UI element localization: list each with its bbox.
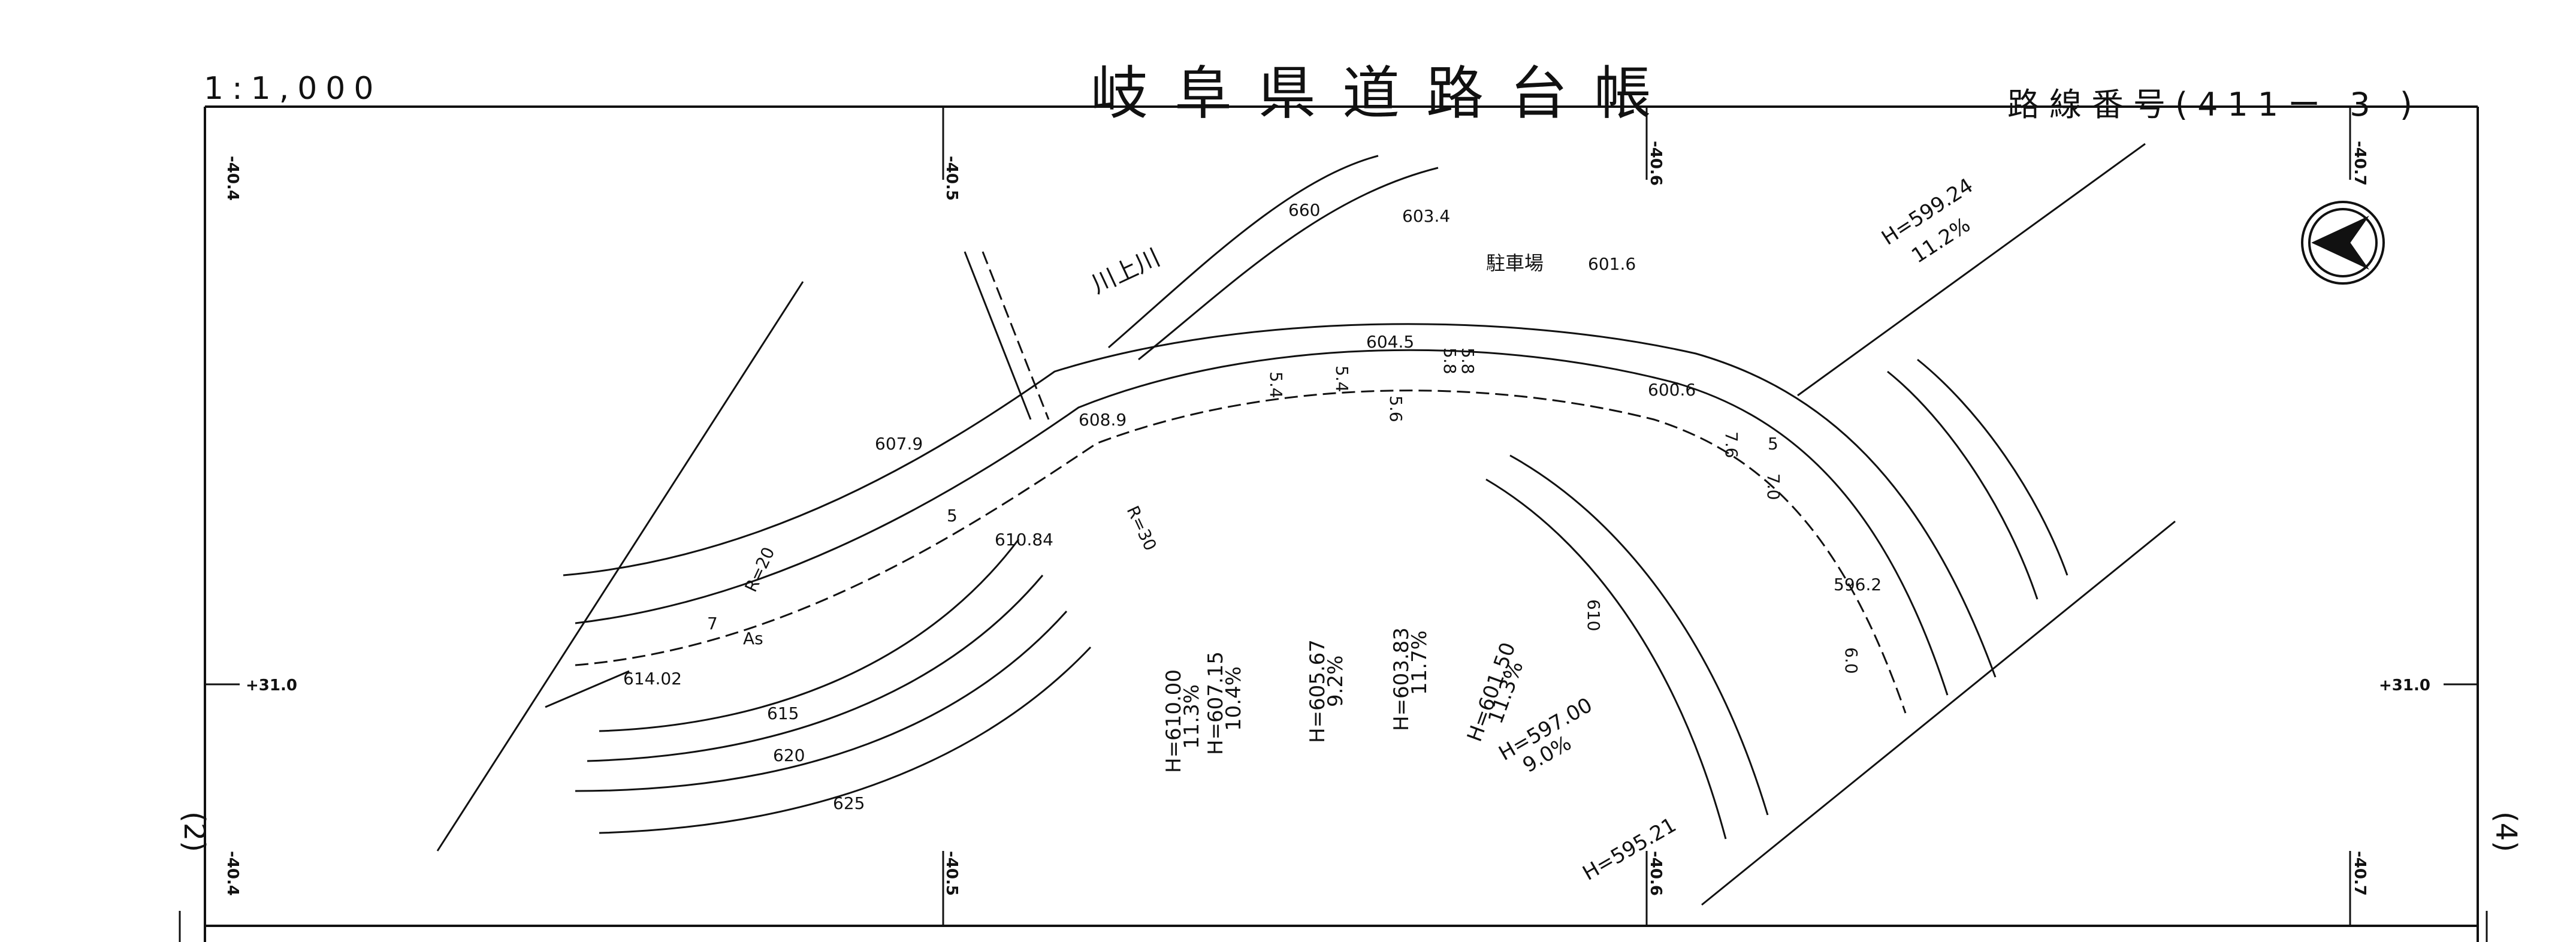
dimension-4: 5.8 <box>1458 348 1478 375</box>
dimension-3: 5.8 <box>1440 348 1460 375</box>
spot-height-9: 614.02 <box>623 669 682 689</box>
dimension-9: 6.0 <box>1841 647 1861 674</box>
pavement-label: As <box>743 629 763 648</box>
grid-label-left-mid: +31.0 <box>246 677 297 695</box>
spot-height-4: 608.9 <box>1079 410 1127 430</box>
contour-label-625: 625 <box>833 793 865 813</box>
elevation-3: H=607.15 <box>1204 651 1228 755</box>
dimension-8: 7.0 <box>1763 473 1783 500</box>
spot-height-5: 610.84 <box>995 530 1053 550</box>
contour-label-610: 610 <box>1584 599 1603 631</box>
grid-label-top-2: -40.5 <box>943 156 961 201</box>
dimension-10: 7 <box>707 614 718 633</box>
gradient-4: 9.2% <box>1324 656 1348 707</box>
map-title: 岐阜県道路台帳 <box>1091 60 1678 127</box>
grid-label-bottom-3: -40.6 <box>1647 851 1665 896</box>
gradient-5: 11.7% <box>1408 630 1432 695</box>
grid-label-top-3: -40.6 <box>1647 141 1665 186</box>
spot-height-8: 596.2 <box>1834 575 1882 594</box>
elevation-4: H=605.67 <box>1306 639 1330 743</box>
river-name: 川上川 <box>1088 244 1164 299</box>
contour-label-615: 615 <box>767 704 799 723</box>
map-scale: 1:1,000 <box>204 71 382 107</box>
grid-label-top-1: -40.4 <box>224 156 241 201</box>
parking-label: 駐車場 <box>1486 252 1544 274</box>
grid-label-bottom-4: -40.7 <box>2351 851 2369 896</box>
spot-height-3: 607.9 <box>875 434 923 454</box>
dimension-6: 7.6 <box>1722 431 1741 458</box>
radius-label-1: R=20 <box>741 544 778 595</box>
spot-height-1: 603.4 <box>1402 206 1450 226</box>
gradient-3: 10.4% <box>1222 666 1246 731</box>
spot-height-2: 601.6 <box>1588 254 1636 274</box>
dimension-2: 5.4 <box>1266 372 1286 398</box>
grid-label-right-mid: +31.0 <box>2379 677 2430 695</box>
contour-label-620: 620 <box>773 745 805 765</box>
contour-label-660: 660 <box>1288 200 1320 220</box>
north-arrow-icon <box>2301 201 2385 285</box>
dimension-11: 5 <box>947 506 958 526</box>
grid-label-top-4: -40.7 <box>2351 141 2369 186</box>
elevation-2: H=610.00 <box>1162 669 1186 773</box>
elevation-5: H=603.83 <box>1390 627 1414 731</box>
grid-label-bottom-1: -40.4 <box>224 851 241 896</box>
route-number: 路線番号(411ー 3 ) <box>2007 86 2422 123</box>
spot-height-6: 604.5 <box>1366 332 1414 352</box>
gradient-2: 11.3% <box>1180 684 1204 749</box>
dimension-5: 5.6 <box>1386 395 1406 422</box>
dimension-7: 5 <box>1768 434 1778 454</box>
spot-height-7: 600.6 <box>1648 380 1696 400</box>
grid-label-bottom-2: -40.5 <box>943 851 961 896</box>
dimension-1: 5.4 <box>1332 366 1352 393</box>
radius-label-2: R=30 <box>1123 503 1161 554</box>
